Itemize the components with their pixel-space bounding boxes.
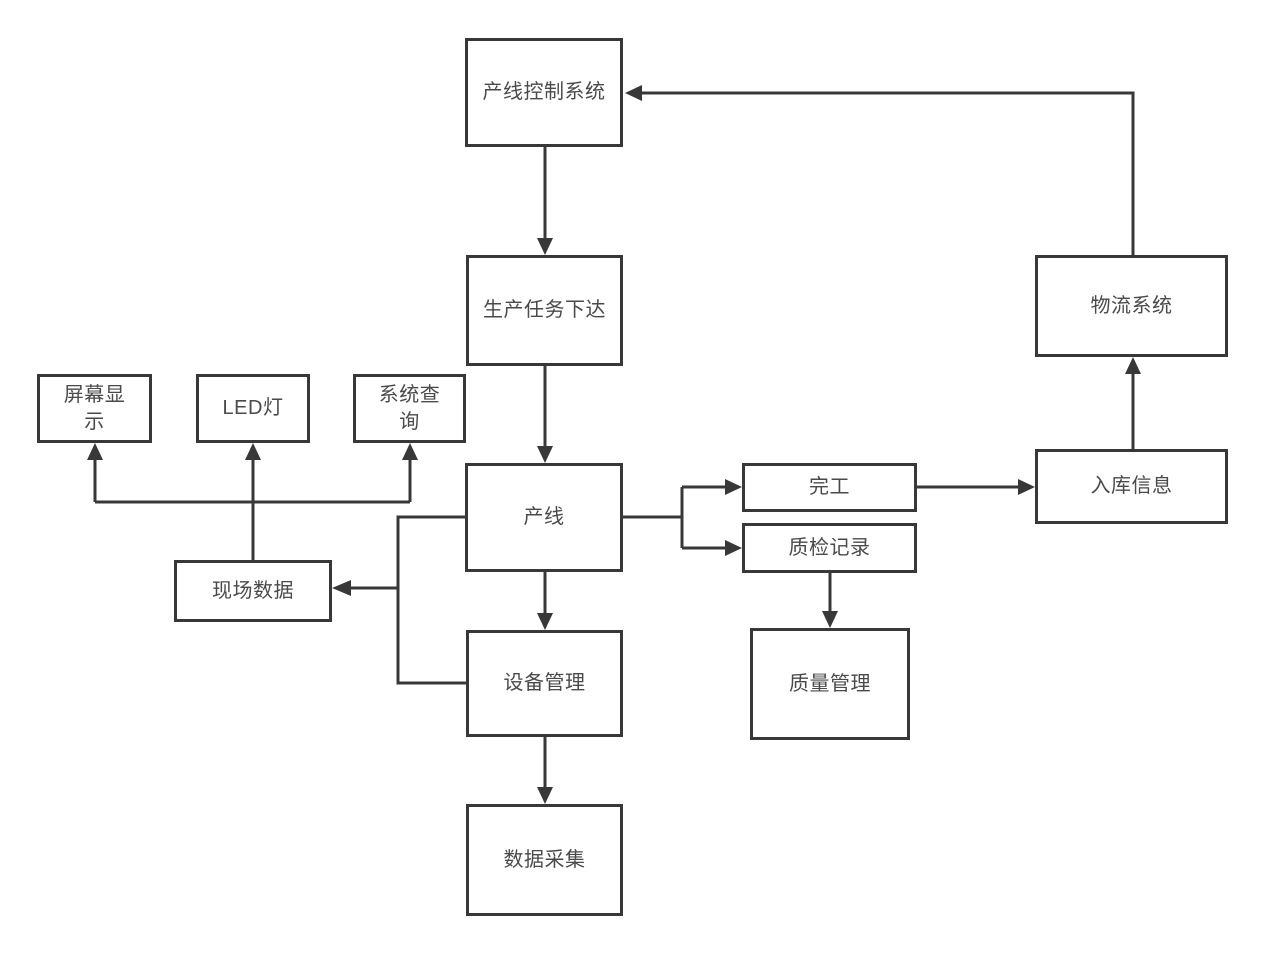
edge-control-to-task [537, 147, 553, 255]
node-label: 产线 [523, 506, 565, 528]
node-screen-display: 屏幕显示 [37, 374, 152, 443]
node-label: 数据采集 [503, 848, 586, 871]
node-label: 现场数据 [212, 579, 294, 602]
node-quality-management: 质量管理 [750, 628, 910, 740]
node-led-light: LED灯 [196, 374, 310, 443]
node-label: 质量管理 [789, 672, 871, 695]
node-completion: 完工 [742, 463, 917, 512]
node-logistics-system: 物流系统 [1035, 255, 1228, 357]
node-equipment-management: 设备管理 [466, 630, 623, 737]
node-label: 生产任务下达 [483, 299, 606, 321]
node-label: LED灯 [222, 397, 284, 419]
node-system-query: 系统查询 [353, 374, 466, 443]
node-label: 完工 [809, 476, 850, 498]
edge-inspection-to-quality [822, 573, 838, 628]
node-inspection-record: 质检记录 [742, 523, 917, 573]
edge-line-to-completion-and-inspection [623, 479, 742, 556]
edge-logistics-to-control [625, 85, 1135, 255]
node-label: 设备管理 [503, 672, 586, 694]
node-field-data: 现场数据 [174, 560, 332, 622]
edge-field-data-to-indicators [87, 443, 418, 560]
edge-equipment-to-data-collection [537, 737, 553, 804]
node-label: 产线控制系统 [482, 81, 606, 103]
node-production-task-release: 生产任务下达 [466, 255, 623, 366]
node-production-line: 产线 [465, 463, 623, 572]
node-label: 入库信息 [1090, 475, 1173, 497]
node-label: 屏幕显示 [63, 383, 126, 433]
edge-task-to-production-line [537, 366, 553, 463]
node-label: 系统查询 [378, 383, 441, 433]
edge-completion-to-warehousing [917, 479, 1035, 495]
edge-line-to-equipment [537, 572, 553, 630]
node-data-collection: 数据采集 [466, 804, 623, 916]
node-line-control-system: 产线控制系统 [465, 38, 623, 147]
edge-loop-to-field-data [332, 515, 466, 685]
node-warehousing-info: 入库信息 [1035, 449, 1228, 524]
node-label: 质检记录 [788, 536, 871, 559]
edge-warehousing-to-logistics [1125, 357, 1141, 449]
node-label: 物流系统 [1090, 294, 1173, 317]
